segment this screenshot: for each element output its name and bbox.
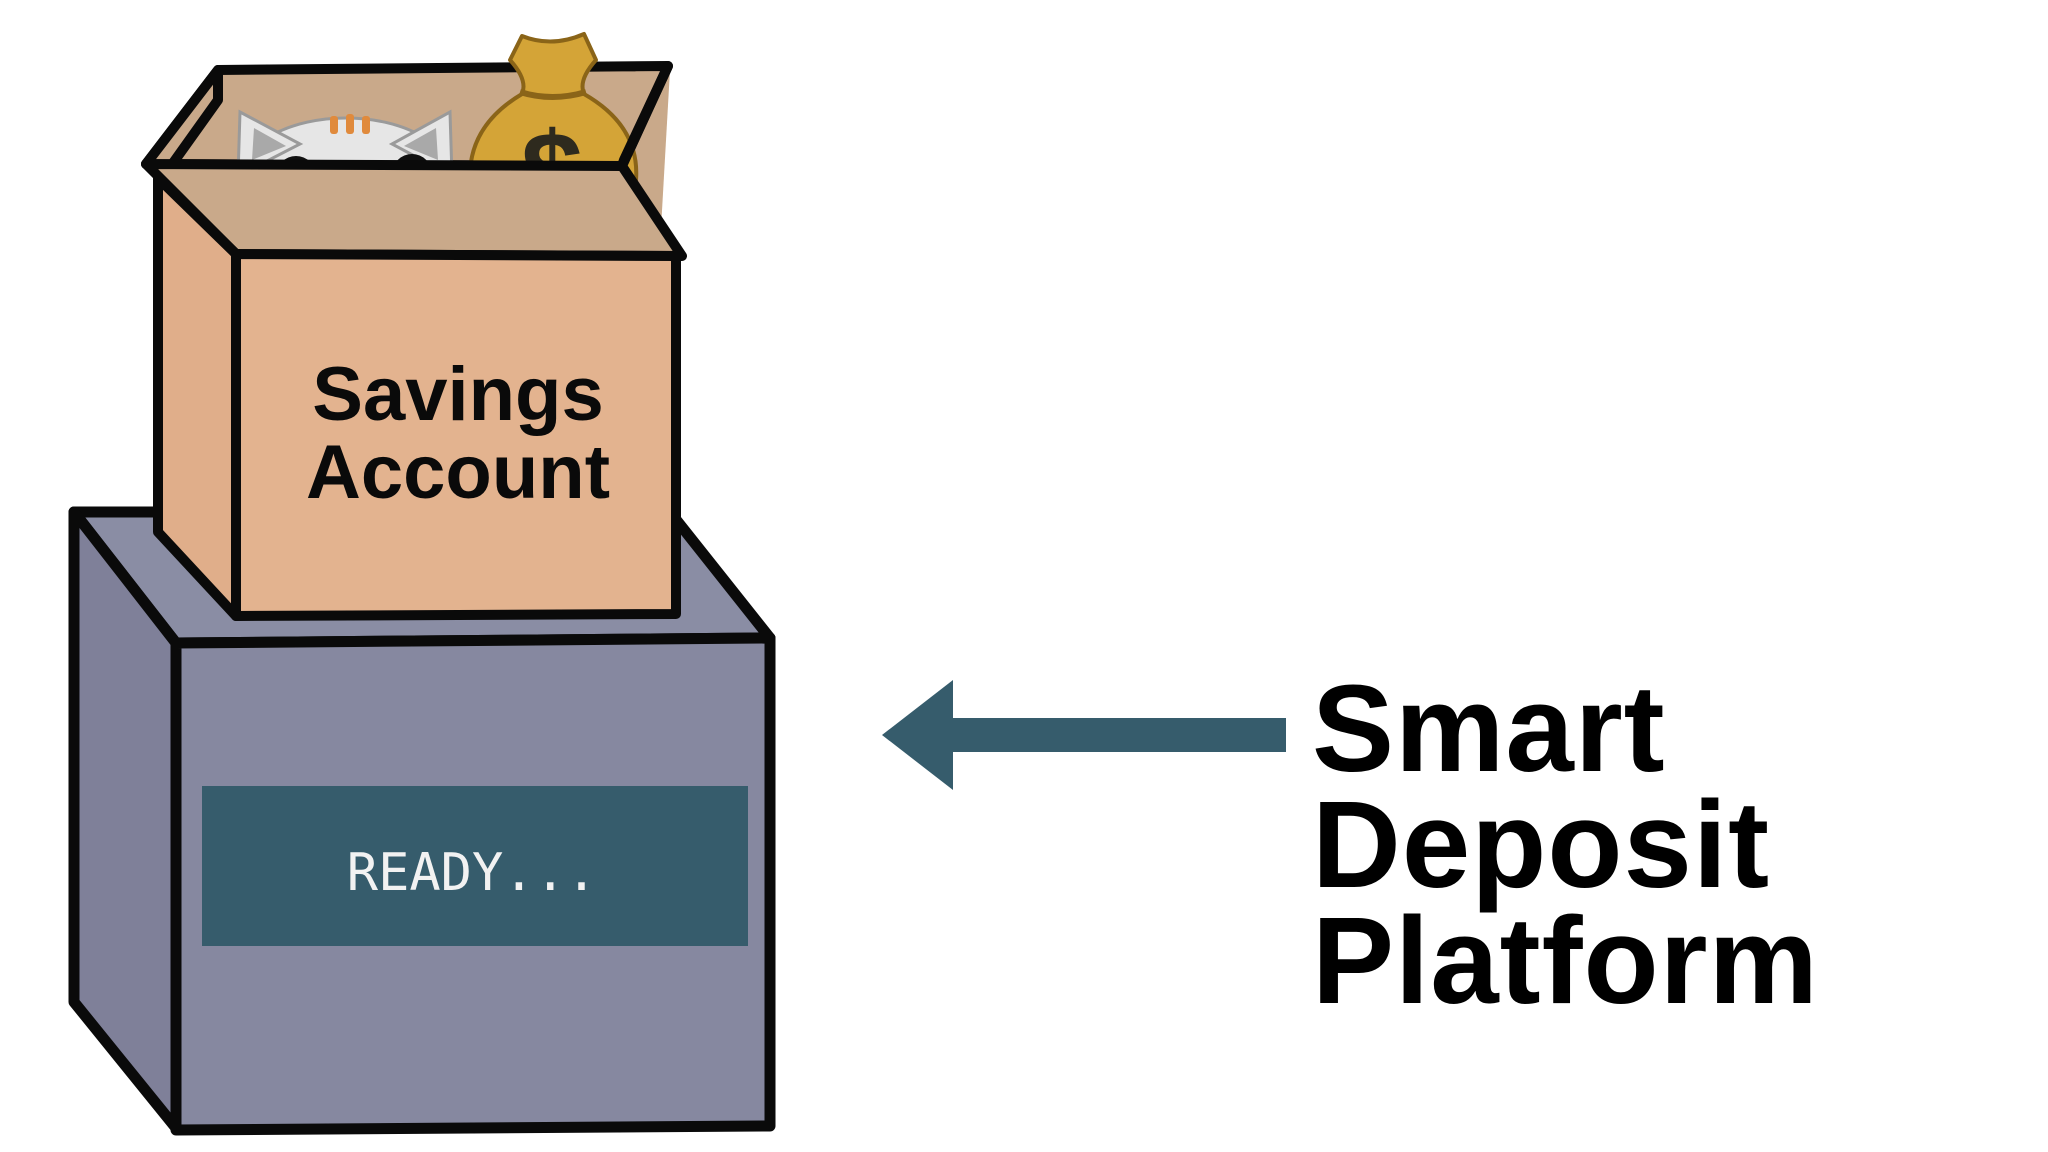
platform-title: Smart Deposit Platform — [1312, 661, 1819, 1030]
box-side — [153, 173, 241, 621]
savings-account-box: $ Savings Account — [141, 32, 687, 621]
title-line-1: Smart — [1312, 661, 1666, 798]
box-label-line1: Savings — [312, 352, 603, 437]
title-line-3: Platform — [1312, 893, 1819, 1030]
left-arrow-icon — [882, 680, 1286, 790]
status-text: READY... — [347, 843, 597, 903]
status-display — [202, 786, 748, 946]
box-front — [231, 249, 681, 621]
platform-box: READY... — [68, 506, 776, 1136]
title-line-2: Deposit — [1312, 777, 1771, 914]
box-label-line2: Account — [306, 430, 610, 515]
